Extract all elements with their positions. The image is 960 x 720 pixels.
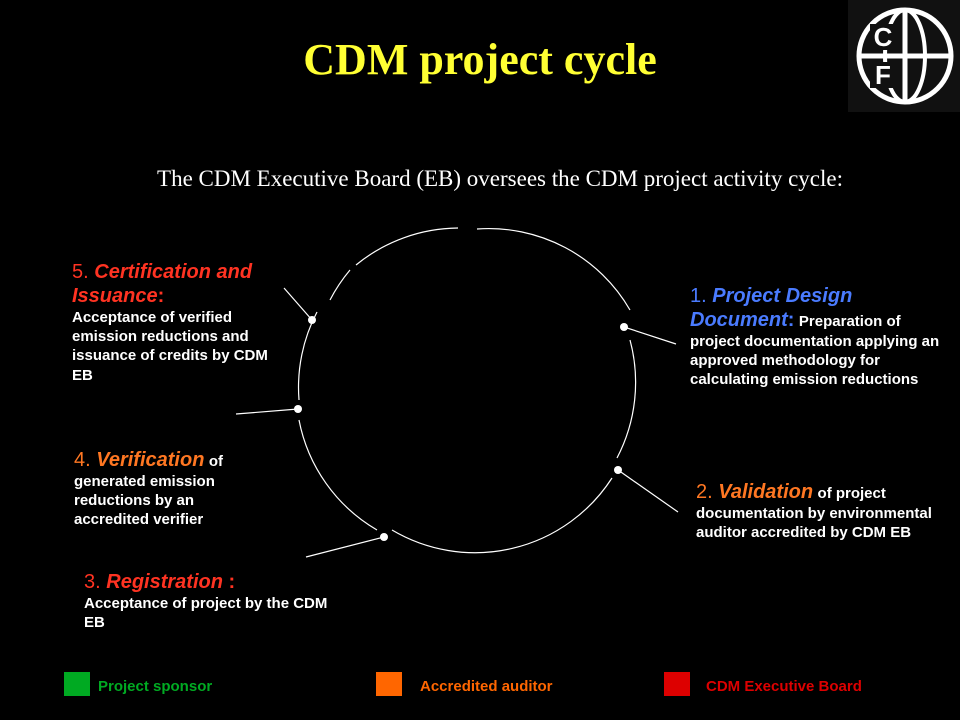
step-4: 4. Verification of generated emission re… [74, 448, 270, 530]
legend-swatch-orange [376, 672, 402, 696]
legend-accredited-auditor: Accredited auditor [376, 672, 636, 698]
node-2 [614, 466, 622, 474]
subtitle: The CDM Executive Board (EB) oversees th… [157, 166, 843, 191]
step-4-name: Verification [96, 449, 205, 471]
cycle-arc-1 [476, 227, 631, 311]
logo-letter-f: F [875, 60, 891, 90]
cycle-arc-2 [616, 339, 637, 459]
legend-swatch-red [664, 672, 690, 696]
connector-4 [235, 408, 299, 415]
node-5 [308, 316, 316, 324]
legend-swatch-green [64, 672, 90, 696]
cycle-arc-3 [391, 477, 613, 554]
step-3-separator: : [228, 571, 236, 593]
legend-label: CDM Executive Board [706, 678, 862, 695]
legend-label: Accredited auditor [420, 678, 553, 695]
step-1: 1. Project Design Document: Preparation … [690, 284, 952, 390]
step-5-number: 5. [72, 261, 89, 283]
step-5-description: Acceptance of verified emission reductio… [72, 309, 268, 384]
step-4-description: of generated emission reductions by an a… [74, 453, 224, 529]
step-3-description: Acceptance of project by the CDM EB [84, 595, 328, 632]
step-2-description: of project documentation by environmenta… [696, 485, 932, 542]
step-3-number: 3. [84, 571, 101, 593]
step-2: 2. Validation of project documentation b… [696, 480, 946, 542]
step-3: 3. Registration : Acceptance of project … [84, 570, 342, 632]
node-1 [620, 323, 628, 331]
step-1-number: 1. [690, 285, 707, 307]
node-4 [294, 405, 302, 413]
step-2-number: 2. [696, 481, 713, 503]
legend-project-sponsor: Project sponsor [64, 672, 304, 698]
step-4-number: 4. [74, 449, 91, 471]
step-1-separator: : [787, 309, 795, 331]
legend-cdm-executive-board: CDM Executive Board [664, 672, 914, 698]
cycle-arc-7 [355, 227, 459, 266]
legend-label: Project sponsor [98, 678, 213, 695]
connector-1 [623, 326, 677, 345]
connector-3 [305, 536, 385, 558]
step-2-name: Validation [718, 481, 814, 503]
page-title: CDM project cycle [303, 35, 657, 84]
cf-logo: C F [848, 0, 960, 112]
connector-2 [617, 469, 679, 513]
cycle-arc-4 [298, 419, 378, 531]
step-5-name: Certification and Issuance [72, 261, 253, 307]
globe-grid-icon: C F [856, 7, 954, 105]
step-1-description: Preparation of project documentation app… [690, 313, 940, 389]
cycle-arc-6 [329, 269, 351, 301]
step-5-separator: : [157, 285, 165, 307]
step-1-name: Project Design Document [690, 285, 853, 331]
step-3-name: Registration [106, 571, 223, 593]
step-5: 5. Certification and Issuance: Acceptanc… [72, 260, 284, 385]
cycle-arc-5 [297, 311, 318, 401]
connector-5 [283, 287, 313, 321]
logo-letter-c: C [874, 22, 893, 52]
node-3 [380, 533, 388, 541]
